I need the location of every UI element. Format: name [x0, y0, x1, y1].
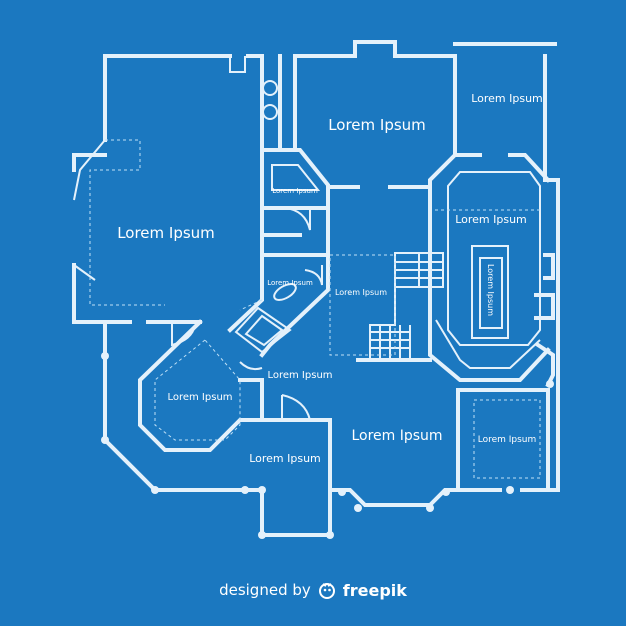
room-label-octagon: Lorem Ipsum [167, 392, 232, 403]
room-label-top-left: Lorem Ipsum [117, 224, 215, 242]
room-label-bottom-right: Lorem Ipsum [478, 435, 537, 445]
credit-prefix: designed by [219, 581, 311, 599]
interior-walls [138, 54, 555, 492]
room-label-bottom-center: Lorem Ipsum [249, 452, 321, 465]
room-label-top-center: Lorem Ipsum [328, 116, 426, 134]
stairs-lower [370, 325, 411, 358]
stairs-upper [395, 253, 443, 287]
room-label-vertical: Lorem Ipsum [486, 264, 495, 316]
fixtures [73, 56, 541, 421]
room-label-center-large: Lorem Ipsum [351, 428, 442, 444]
room-label-right-upper: Lorem Ipsum [455, 213, 527, 226]
room-label-hall: Lorem Ipsum [335, 288, 387, 297]
room-label-bath: Lorem Ipsum [267, 279, 313, 287]
zone-outlines [89, 139, 541, 479]
junction-dots [101, 352, 554, 539]
room-label-closet: Lorem Ipsum [272, 187, 318, 195]
credit-line: designed by freepik [0, 576, 626, 604]
room-labels: Lorem Ipsum Lorem Ipsum Lorem Ipsum Lore… [117, 92, 543, 465]
room-label-top-right: Lorem Ipsum [471, 92, 543, 105]
room-label-center: Lorem Ipsum [267, 370, 332, 381]
credit-brand[interactable]: freepik [342, 580, 407, 600]
freepik-logo-icon [318, 583, 335, 599]
